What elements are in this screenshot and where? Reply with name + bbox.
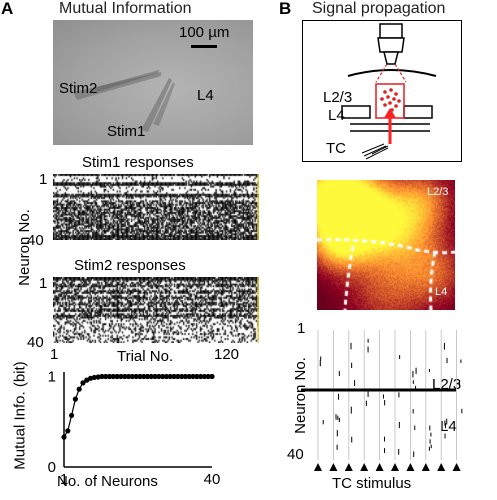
mi-data-point [76,386,82,392]
mi-data-point [129,373,135,380]
stimulus-marker-icon [406,463,415,471]
heatmap-label-l4: L4 [435,286,448,298]
stimulus-marker-icon [437,463,446,471]
micrograph-label-stim1: Stim1 [107,123,146,140]
stimulus-marker-icon [360,463,369,471]
raster-b-label-l4: L4 [440,418,457,435]
stimulus-marker-icon [329,463,338,471]
schematic-label-tc: TC [326,140,346,157]
electrode-shadows [73,70,175,132]
mi-data-point [167,373,173,380]
calcium-image-heatmap [317,180,455,310]
heatmap-label-l23: L2/3 [427,186,449,198]
mi-data-point [99,373,105,380]
mi-data-point [122,373,128,380]
stimulus-marker-icon [314,463,322,471]
mi-data-point [152,373,158,380]
tc-stimulus-label: TC stimulus [332,475,412,492]
mi-data-point [186,373,192,380]
raster2-ytick-1: 1 [39,275,48,292]
mi-data-point [141,373,147,380]
micrograph-label-l4: L4 [197,87,214,104]
raster-a-xlabel: Trial No. [117,348,174,365]
panel-b-title: Signal propagation [312,0,446,17]
panel-a-title: Mutual Information [59,0,192,17]
mi-data-point [190,373,196,380]
mi-data-point [194,373,200,380]
raster1-title: Stim1 responses [82,154,194,171]
raster2-ytick-40: 40 [27,334,44,351]
raster-b-ytick-40: 40 [287,446,304,463]
mi-data-point [182,373,189,380]
mi-data-point [110,373,116,380]
mi-data-point [72,396,78,402]
raster-a-xtick-1: 1 [50,346,59,363]
micrograph: 100 µm Stim2 L4 Stim1 [53,20,253,145]
raster-b-ytick-1: 1 [297,320,306,337]
mi-data-point [205,373,211,380]
panel-letter-a: A [1,0,14,18]
stimulus-marker-icon [391,463,399,471]
mi-data-point [125,373,132,380]
raster2-title: Stim2 responses [74,257,186,274]
mi-data-point [61,434,67,440]
stim2-raster [53,277,259,343]
imaging-schematic: L2/3 L4 TC [302,20,462,162]
raster-b-label-l23: L2/3 [432,376,462,393]
mi-data-point [148,373,154,380]
stimulus-marker-icon [375,463,384,471]
schematic-label-l23: L2/3 [323,89,353,106]
mi-data-point [137,373,143,380]
objective-icon [377,23,405,65]
mi-ytick-label: 0 [48,459,56,476]
schematic-label-l4: L4 [328,107,345,124]
panel-letter-b: B [279,0,292,18]
raster1-ytick-40: 40 [27,232,44,249]
mi-xtick-label: 1 [60,471,68,488]
stimulus-marker-icon [452,463,461,471]
mi-data-point [179,373,185,380]
scale-bar [191,45,217,48]
mi-data-point [201,373,208,380]
mi-data-point [114,373,120,380]
mi-data-point [171,373,177,380]
stimulus-marker-icon [344,463,353,471]
mi-data-point [175,373,181,380]
raster1-ytick-1: 1 [39,171,48,188]
mi-chart-xlabel: No. of Neurons [57,473,158,490]
mi-data-point [95,374,101,380]
mi-data-point [103,373,109,380]
mi-data-point [144,373,151,380]
mi-data-point [163,373,170,380]
mi-data-point [106,373,113,380]
mi-ytick-label: 1 [48,369,56,386]
mi-data-point [160,373,166,380]
mi-data-point [156,373,162,380]
mi-data-point [68,412,75,419]
mi-data-point [133,373,139,380]
scale-bar-label: 100 µm [179,24,230,41]
raster-a-xtick-120: 120 [214,346,240,363]
tc-electrode-icon [361,143,389,160]
mi-data-point [91,374,97,381]
mi-data-point [209,373,215,380]
mi-data-point [198,373,204,380]
micrograph-label-stim2: Stim2 [59,80,98,97]
mi-xtick-label: 40 [204,471,221,488]
stim1-raster [53,174,259,240]
schematic-drawing [341,23,437,160]
mi-data-point [80,380,86,386]
mi-data-point [65,428,71,434]
stimulus-marker-icon [421,463,430,471]
mi-data-point [118,373,124,380]
